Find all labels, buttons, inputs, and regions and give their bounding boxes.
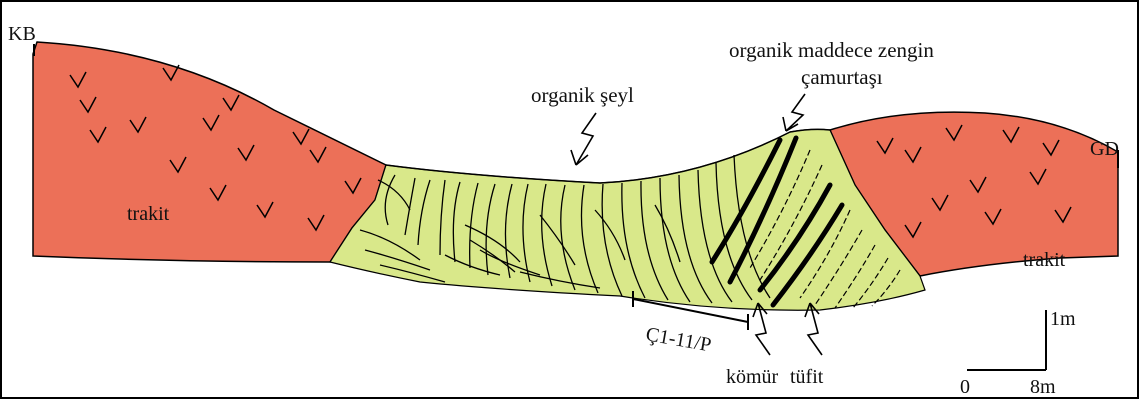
scale-bar: 1m 0 8m bbox=[960, 308, 1076, 398]
organik-seyl-callout: organik şeyl bbox=[531, 83, 634, 165]
label-camurtasi: çamurtaşı bbox=[801, 65, 883, 89]
label-komur: kömür bbox=[726, 366, 779, 388]
label-tufit: tüfit bbox=[790, 366, 824, 388]
label-organik-seyl: organik şeyl bbox=[531, 83, 634, 107]
tufit-callout: tüfit bbox=[790, 303, 824, 388]
trachyte-left bbox=[33, 42, 386, 262]
label-kb: KB bbox=[8, 23, 36, 45]
komur-callout: kömür bbox=[726, 303, 779, 388]
label-organik-maddece-zengin: organik maddece zengin bbox=[729, 38, 934, 62]
scale-vertical-label: 1m bbox=[1050, 308, 1076, 330]
label-trakit-right: trakit bbox=[1023, 249, 1066, 271]
label-gd: GD bbox=[1090, 138, 1119, 160]
scale-zero-label: 0 bbox=[960, 376, 970, 398]
label-trakit-left: trakit bbox=[127, 203, 170, 225]
label-sample: Ç1-11/P bbox=[644, 323, 713, 356]
scale-horizontal-label: 8m bbox=[1030, 376, 1056, 398]
